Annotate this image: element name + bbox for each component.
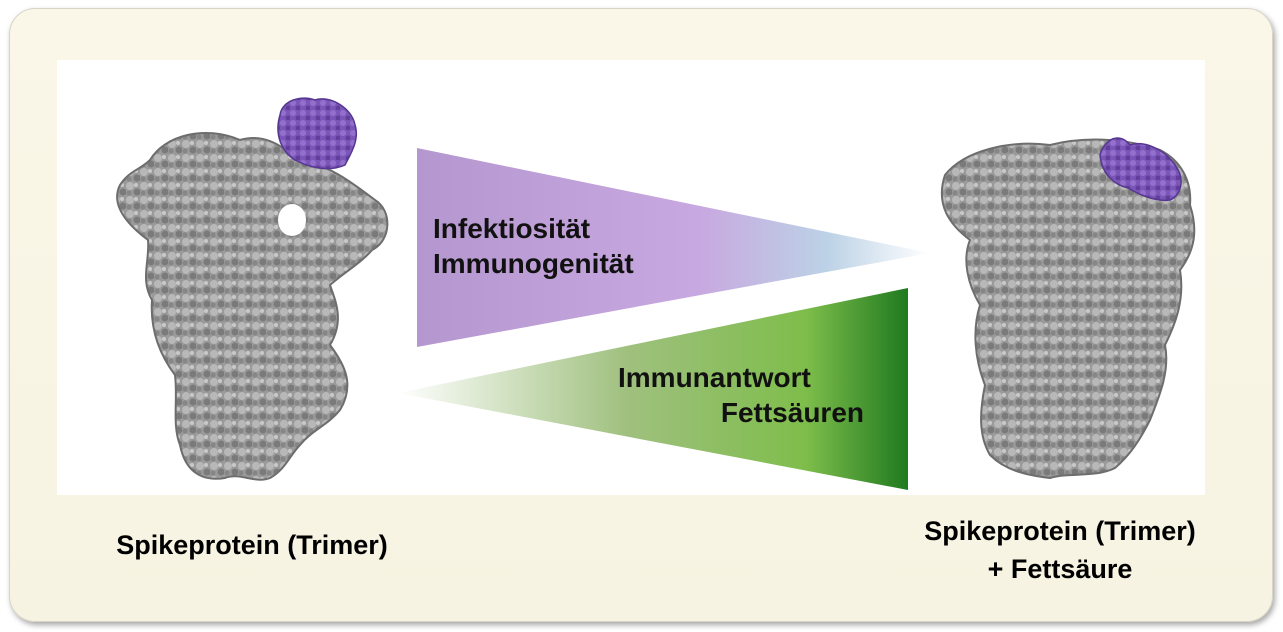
caption-right-line1: Spikeprotein (Trimer) xyxy=(924,516,1196,546)
label-fettsaeuren: Fettsäuren xyxy=(720,397,864,428)
wedge-bottom-label: Immunantwort Fettsäuren xyxy=(618,360,864,430)
label-immunantwort: Immunantwort xyxy=(618,362,811,393)
caption-right: Spikeprotein (Trimer) + Fettsäure xyxy=(880,512,1240,588)
binding-domain-left xyxy=(277,97,357,170)
caption-left: Spikeprotein (Trimer) xyxy=(116,530,388,560)
spike-protein-left xyxy=(116,97,389,481)
binding-domain-right xyxy=(1099,137,1182,202)
wedge-top-label: Infektiosität Immunogenität xyxy=(433,211,634,281)
spike-protein-right xyxy=(940,137,1196,480)
wedge-decreasing xyxy=(417,148,930,347)
label-immunogenitaet: Immunogenität xyxy=(433,248,634,279)
caption-right-line2: + Fettsäure xyxy=(987,554,1133,584)
label-infektiositaet: Infektiosität xyxy=(433,213,591,244)
wedge-increasing xyxy=(398,288,908,490)
